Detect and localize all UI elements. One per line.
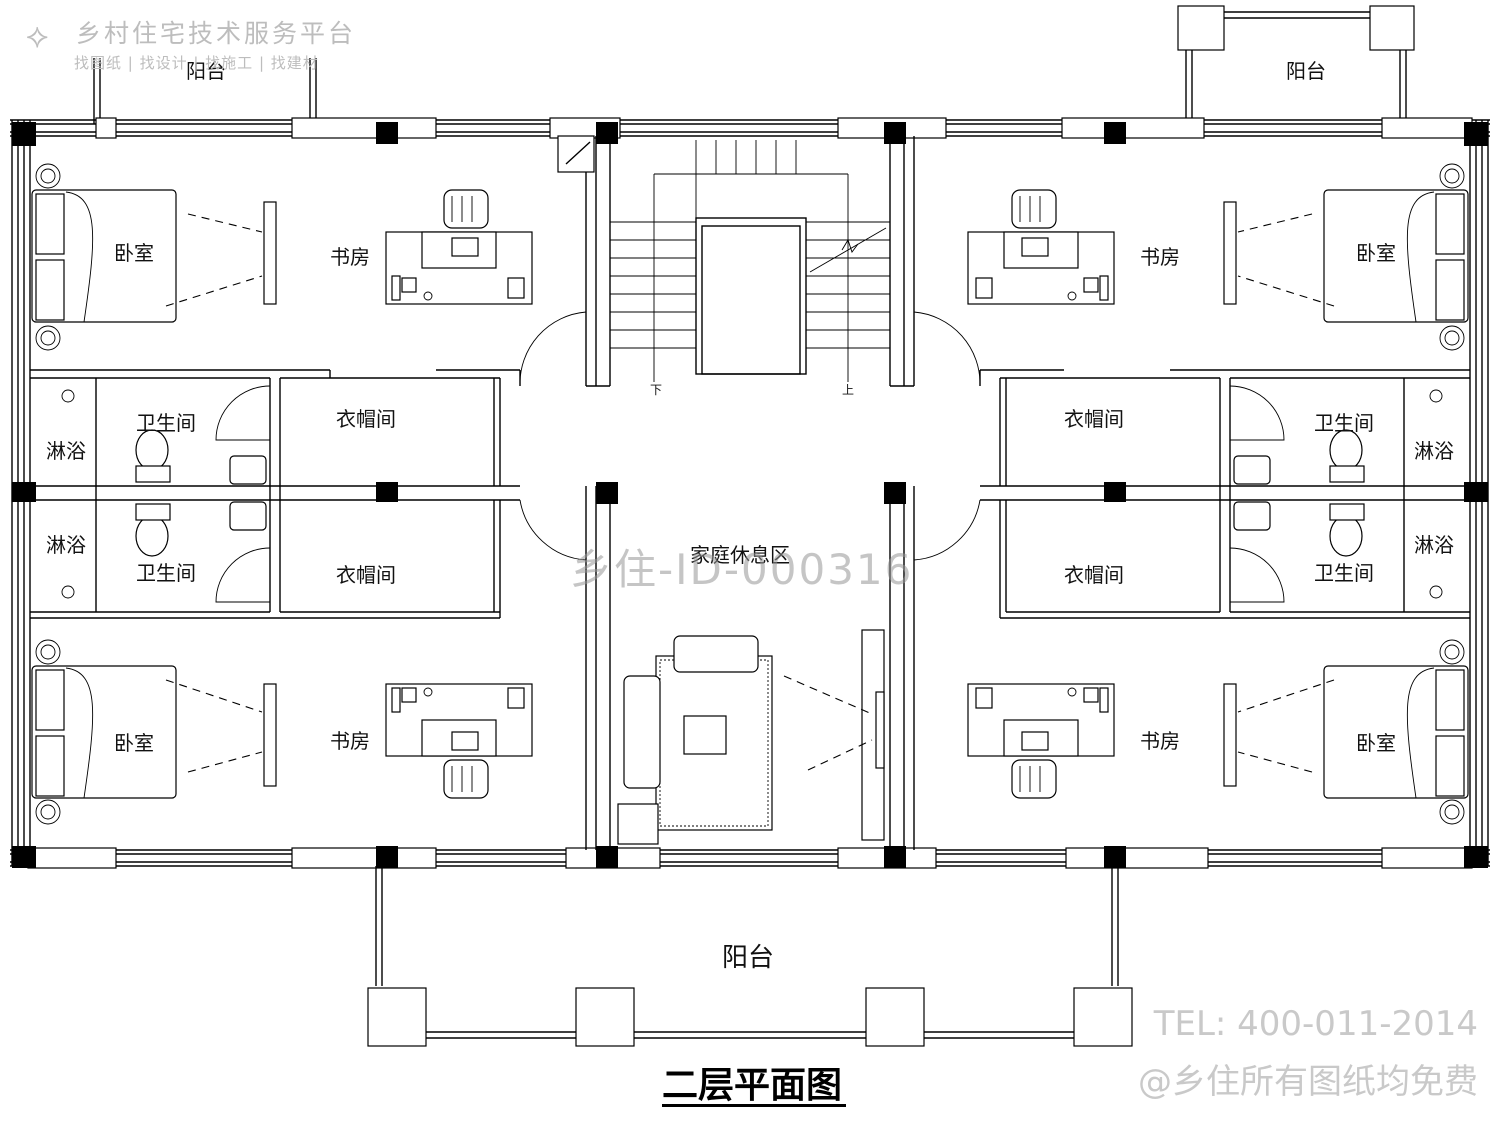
label-bedroom-br: 卧室 <box>1356 731 1396 755</box>
bedroom-top-left <box>31 163 277 351</box>
balcony-bottom <box>367 866 1133 1047</box>
label-stair-up: 上 <box>842 383 854 397</box>
exterior-walls <box>10 117 1490 869</box>
label-closet-tr: 衣帽间 <box>1064 407 1124 431</box>
desk-bottom-right <box>967 683 1115 799</box>
title-underline <box>662 1104 846 1107</box>
label-study-tr: 书房 <box>1140 245 1180 269</box>
brand-logo-icon: ⟡ <box>26 16 49 56</box>
label-closet-br: 衣帽间 <box>1064 563 1124 587</box>
label-study-br: 书房 <box>1140 729 1180 753</box>
slogan-watermark: @乡住所有图纸均免费 <box>1138 1062 1478 1102</box>
bedroom-bottom-right <box>1223 639 1469 825</box>
label-bedroom-tr: 卧室 <box>1356 241 1396 265</box>
label-bedroom-tl: 卧室 <box>114 241 154 265</box>
bedroom-top-right <box>1223 163 1469 351</box>
label-bedroom-bl: 卧室 <box>114 731 154 755</box>
structural-columns <box>12 122 1488 868</box>
bathroom-fixtures <box>61 389 1443 599</box>
drawing-title: 二层平面图 <box>662 1065 843 1106</box>
desk-top-right <box>967 189 1115 305</box>
phone-watermark: TEL: 400-011-2014 <box>1153 1004 1478 1044</box>
brand-tagline: 找图纸 | 找设计 | 找施工 | 找建材 <box>74 54 319 72</box>
label-shower-tr: 淋浴 <box>1414 439 1454 463</box>
label-study-bl: 书房 <box>330 729 370 753</box>
label-bath-tr: 卫生间 <box>1314 411 1374 435</box>
desk-bottom-left <box>385 683 533 799</box>
lounge-furniture <box>617 629 885 845</box>
label-bath-tl: 卫生间 <box>136 411 196 435</box>
label-balcony-top-right: 阳台 <box>1286 59 1326 83</box>
label-shower-tl: 淋浴 <box>46 439 86 463</box>
balcony-top-right <box>1177 5 1415 124</box>
label-balcony-top-left: 阳台 <box>186 59 226 83</box>
balcony-top-left <box>93 58 317 124</box>
bedroom-bottom-left <box>31 639 277 825</box>
interior-walls-right <box>889 136 1470 850</box>
label-shower-br: 淋浴 <box>1414 533 1454 557</box>
label-bath-bl: 卫生间 <box>136 561 196 585</box>
interior-walls-left <box>30 135 611 850</box>
brand-name: 乡村住宅技术服务平台 <box>76 19 357 48</box>
label-study-tl: 书房 <box>330 245 370 269</box>
door-swings <box>215 311 1285 603</box>
staircase <box>610 140 890 382</box>
label-balcony-bottom: 阳台 <box>722 943 774 973</box>
label-family-lounge: 家庭休息区 <box>690 543 790 567</box>
label-shower-bl: 淋浴 <box>46 533 86 557</box>
plan-id-watermark: 乡住-ID-000316 <box>570 545 914 594</box>
label-closet-tl: 衣帽间 <box>336 407 396 431</box>
label-bath-br: 卫生间 <box>1314 561 1374 585</box>
label-closet-bl: 衣帽间 <box>336 563 396 587</box>
label-stair-down: 下 <box>650 383 662 397</box>
desk-top-left <box>385 189 533 305</box>
